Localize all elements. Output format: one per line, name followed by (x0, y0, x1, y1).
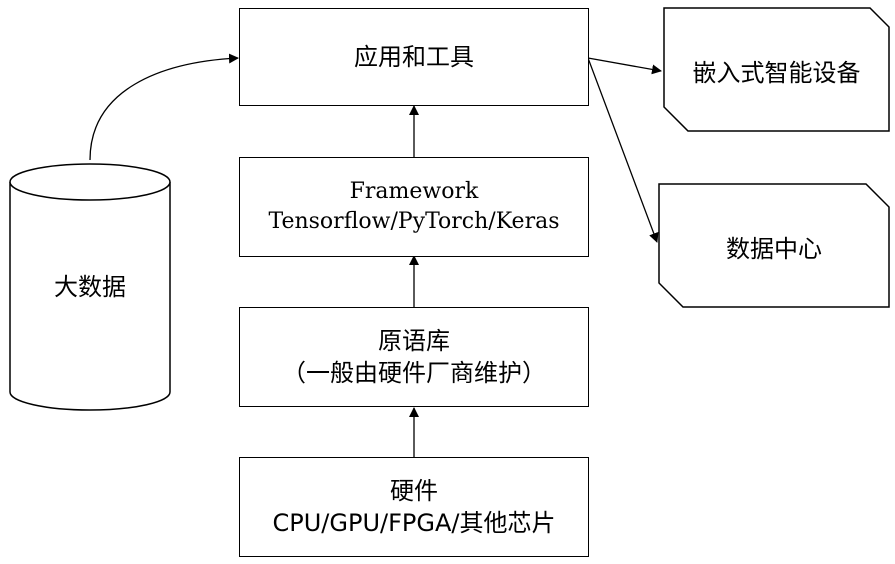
primitives-note: （一般由硬件厂商维护） (282, 359, 546, 387)
apps-to-embedded-arrow (587, 57, 662, 75)
apps-tools-box: 应用和工具 (239, 8, 589, 106)
primitives-box: 原语库 （一般由硬件厂商维护） (239, 307, 589, 407)
bigdata-to-apps-arrow (89, 53, 239, 161)
big-data-label: 大数据 (54, 272, 126, 301)
hardware-title: 硬件 (390, 476, 438, 505)
apps-tools-label: 应用和工具 (354, 42, 474, 71)
hardware-box: 硬件 CPU/GPU/FPGA/其他芯片 (239, 457, 589, 557)
embedded-device-label: 嵌入式智能设备 (692, 58, 861, 87)
primitives-title: 原语库 (378, 326, 450, 355)
apps-to-datacenter-arrow (587, 57, 659, 243)
framework-title: Framework (349, 179, 479, 205)
framework-list: Tensorflow/PyTorch/Keras (268, 209, 560, 234)
datacenter-shape (658, 183, 890, 308)
big-data-cylinder (9, 163, 171, 411)
hardware-list: CPU/GPU/FPGA/其他芯片 (272, 509, 556, 537)
datacenter-label: 数据中心 (726, 234, 822, 263)
embedded-device-shape (663, 7, 890, 132)
framework-box: Framework Tensorflow/PyTorch/Keras (239, 157, 589, 257)
